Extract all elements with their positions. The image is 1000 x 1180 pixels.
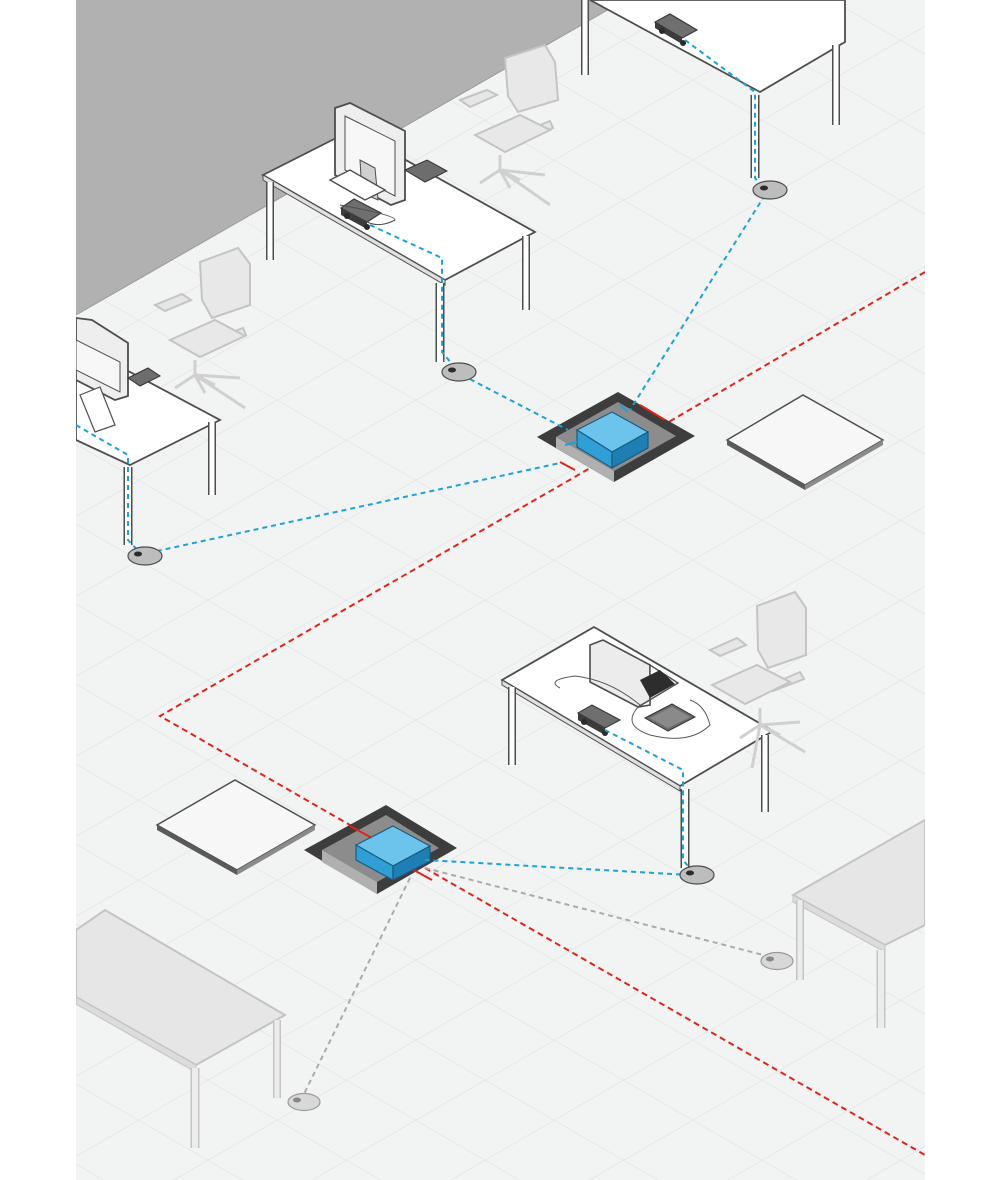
- office-chair-icon: [152, 246, 251, 410]
- office-chair-icon: [707, 590, 807, 769]
- power-cable-line: [157, 271, 925, 1156]
- ghost-desk-left: [76, 908, 288, 1148]
- laptop-icon: [554, 639, 711, 739]
- floor-box-icon: [575, 411, 650, 470]
- data-cable-desk-left: [76, 424, 143, 556]
- floor-grommet-icon: [441, 362, 477, 382]
- power-strip-icon: [576, 704, 622, 736]
- monitor-icon: [328, 102, 449, 206]
- floor-grommet-icon: [752, 180, 788, 200]
- data-cable-top-grommet-to-box: [629, 194, 766, 411]
- data-cable-left-grommet-to-box: [147, 462, 561, 554]
- floor-tile-icon: [155, 779, 317, 875]
- power-strip-icon: [653, 13, 699, 46]
- floor-grommet-icon-inactive: [287, 1092, 321, 1112]
- office-chair-icon: [457, 43, 560, 207]
- floor-box-upper: [537, 392, 695, 482]
- tablet-icon: [643, 703, 697, 732]
- floor-tile-icon: [725, 394, 885, 490]
- floor-grommet-icon-inactive: [760, 951, 794, 971]
- ghost-desk-right: [790, 818, 925, 1028]
- data-cable-middle-grommet-to-box: [461, 374, 569, 431]
- desk-monitor-middle: [261, 128, 537, 362]
- floor-grommet-icon: [127, 546, 163, 566]
- data-cable-desk-monitor: [369, 224, 458, 371]
- inactive-cable-lines: [301, 867, 776, 1099]
- floor-box-lower: [304, 805, 457, 894]
- monitor-icon: [76, 317, 161, 433]
- power-strip-icon: [339, 198, 396, 230]
- floor-box-icon: [354, 825, 432, 882]
- desk-top-right: [581, 0, 846, 178]
- floor-grommet-icon: [679, 865, 715, 885]
